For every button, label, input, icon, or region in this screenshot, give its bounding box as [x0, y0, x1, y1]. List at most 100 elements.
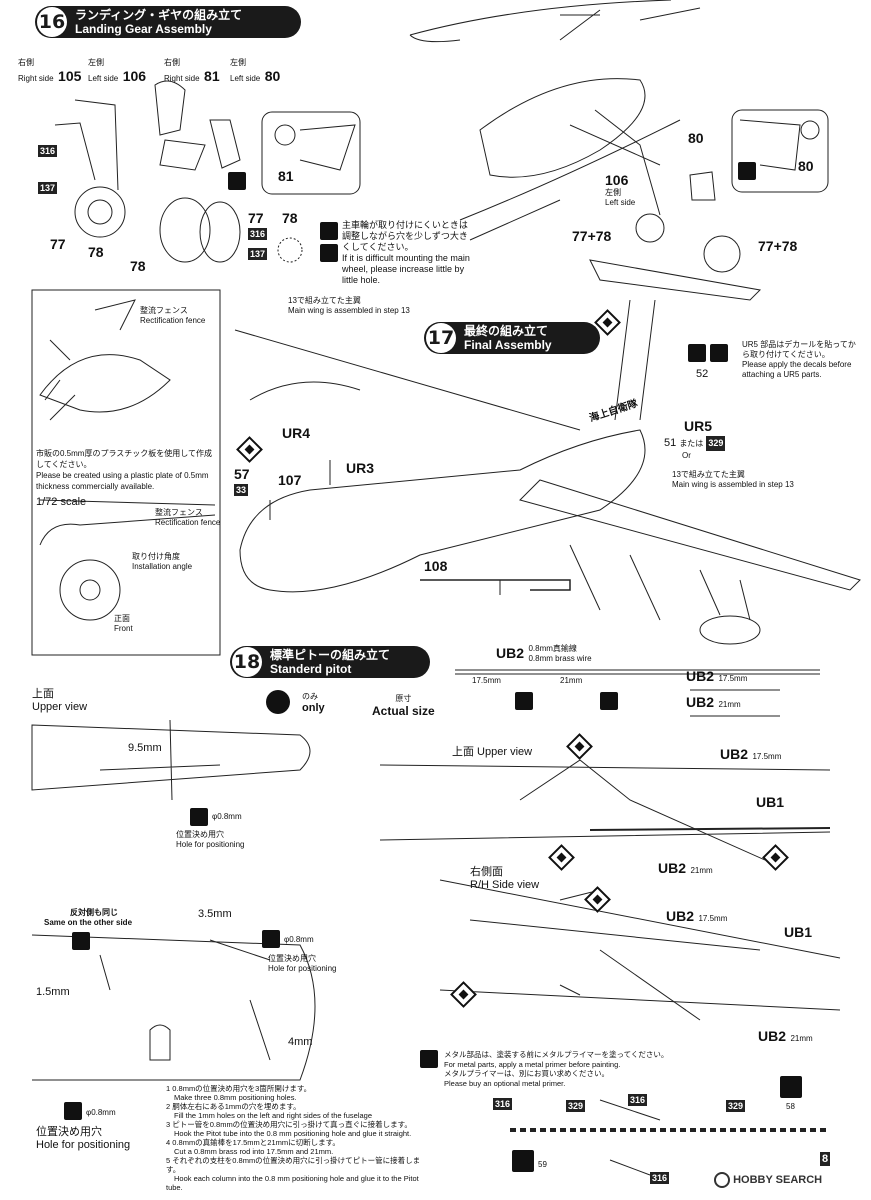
label-105: 右側 Right side 105	[18, 58, 82, 84]
step18-number: 18	[232, 647, 262, 677]
part-77-78-b: 77+78	[758, 238, 798, 254]
fence-label: 整流フェンス Rectification fence	[140, 306, 206, 325]
color-329-b: 329	[726, 1100, 746, 1112]
fence-label-2: 整流フェンス Rectification fence	[155, 508, 221, 527]
instruction-item: 3 ピトー管を0.8mmの位置決め用穴に引っ掛けて真っ直ぐに接着します。Hook…	[166, 1120, 412, 1138]
part-ur3: UR3	[346, 460, 375, 476]
page-number: 8	[820, 1152, 831, 1166]
ub2-175-e: UB2 17.5mm	[666, 908, 728, 924]
fence-note: 市販の0.5mm厚のプラスチック板を使用して作成してください。 Please b…	[36, 449, 213, 491]
len-17-5: 17.5mm	[472, 676, 501, 685]
part-80-b: 80	[798, 158, 814, 174]
part-78-small: 78	[282, 210, 298, 226]
star-icon-2	[780, 1076, 802, 1098]
part-51-or-329: 51 または 329 Or	[664, 436, 726, 460]
drill-icon	[320, 244, 338, 262]
metal-note: メタル部品は、塗装する前にメタルプライマーを塗ってください。 For metal…	[444, 1050, 669, 1088]
part-108: 108	[424, 558, 448, 574]
label-106: 左側 Left side 106	[88, 58, 147, 84]
drill-icon-18c	[262, 930, 280, 948]
ub2-21-f: UB2 21mm	[758, 1028, 813, 1044]
instruction-list: 1 0.8mmの位置決め用穴を3箇所開けます。Make three 0.8mm …	[166, 1084, 426, 1192]
same-other-side: 反対側も同じ Same on the other side	[44, 908, 133, 927]
ub2-wire: UB2 0.8mm真鍮線 0.8mm brass wire	[496, 644, 592, 663]
step17-header: 17 最終の組み立て Final Assembly	[424, 322, 600, 354]
wing-step13-bottom: 13で組み立てた主翼 Main wing is assembled in ste…	[672, 470, 794, 489]
star-icon	[688, 344, 706, 362]
phi-0-8-c: φ0.8mm	[86, 1108, 116, 1117]
rh-view-label: 右側面 R/H Side view	[470, 866, 540, 891]
dim-3-5: 3.5mm	[198, 908, 232, 920]
instruction-item: 4 0.8mmの真鍮棒を17.5mmと21mmに切断します。Cut a 0.8m…	[166, 1138, 340, 1156]
color-316-b: 316	[628, 1094, 648, 1106]
glue-icon-17	[710, 344, 728, 362]
glue-icon	[320, 222, 338, 240]
step18-title-jp: 標準ピトーの組み立て	[270, 648, 391, 662]
ub2-21-d: UB2 21mm	[658, 860, 713, 876]
label-81: 右側 Right side 81	[164, 58, 220, 84]
upper-view-label: 上面 Upper view	[32, 688, 88, 713]
hole-positioning: 位置決め用穴 Hole for positioning	[176, 830, 245, 849]
hole-positioning-3: 位置決め用穴 Hole for positioning	[36, 1126, 131, 1151]
len-21: 21mm	[560, 676, 583, 685]
color-329-a: 329	[566, 1100, 586, 1112]
ub1-a: UB1	[756, 794, 785, 810]
fence-front: 正面 Front	[114, 614, 133, 633]
hole-positioning-2: 位置決め用穴 Hole for positioning	[268, 954, 337, 973]
step16-header: 16 ランディング・ギヤの組み立て Landing Gear Assembly	[35, 6, 301, 38]
ub2-21: UB2 21mm	[686, 694, 741, 710]
color-58: 58	[786, 1102, 795, 1111]
paint-icon-18a	[515, 692, 533, 710]
paint-icon-18b	[600, 692, 618, 710]
part-57: 57	[234, 466, 250, 482]
color-316-c: 316	[650, 1172, 670, 1184]
part-137: 137	[38, 182, 58, 194]
step17-number: 17	[426, 323, 456, 353]
star-icon-3	[512, 1150, 534, 1172]
part-78-wheel: 78	[130, 258, 146, 274]
part-316: 316	[38, 145, 58, 157]
wing-step13-top: 13で組み立てた主翼 Main wing is assembled in ste…	[288, 296, 410, 315]
paint-icon	[228, 172, 246, 190]
color-316-a: 316	[493, 1098, 513, 1110]
ub2-175: UB2 17.5mm	[686, 668, 748, 684]
instruction-item: 2 胴体左右にある1mmの穴を埋めます。Fill the 1mm holes o…	[166, 1102, 373, 1120]
color-59: 59	[538, 1160, 547, 1169]
fence-angle: 取り付け角度 Installation angle	[132, 552, 193, 571]
step18-header: 18 標準ピトーの組み立て Standerd pitot	[230, 646, 430, 678]
part-316-small: 316	[248, 228, 268, 240]
part-107: 107	[278, 472, 302, 488]
part-81-detail: 81	[278, 168, 294, 184]
drill-icon-18b	[72, 932, 90, 950]
only-label: のみ only	[302, 692, 325, 714]
phi-0-8: φ0.8mm	[212, 812, 242, 821]
ur5-note: UR5 部品はデカールを貼ってから取り付けてください。 Please apply…	[742, 340, 856, 379]
part-77: 77	[50, 236, 66, 252]
phi-0-8-b: φ0.8mm	[284, 935, 314, 944]
part-77-small: 77	[248, 210, 264, 226]
watermark-logo-icon	[714, 1172, 730, 1188]
step16-title-jp: ランディング・ギヤの組み立て	[75, 8, 243, 22]
dim-1-5: 1.5mm	[36, 986, 70, 998]
step17-title-jp: 最終の組み立て	[464, 324, 549, 338]
step16-note: 主車輪が取り付けにくいときは調整しながら穴を少しずつ大きくしてください。 If …	[342, 220, 470, 285]
part-ur4: UR4	[282, 425, 311, 441]
part-80-a: 80	[688, 130, 704, 146]
part-106-label: 106 左側 Left side	[605, 172, 636, 207]
paint-icon-right	[738, 162, 756, 180]
step18-title-en: Standerd pitot	[270, 662, 352, 676]
part-ur5: UR5	[684, 418, 713, 434]
drill-icon-18	[190, 808, 208, 826]
part-77-78-a: 77+78	[572, 228, 612, 244]
part-137-small: 137	[248, 248, 268, 260]
part-78: 78	[88, 244, 104, 260]
step16-title-en: Landing Gear Assembly	[75, 22, 212, 36]
part-52: 52	[696, 368, 709, 380]
dim-9-5: 9.5mm	[128, 742, 162, 754]
fence-scale: 1/72 scale	[36, 496, 87, 508]
ub2-175-c: UB2 17.5mm	[720, 746, 782, 762]
glue-icon-metal	[420, 1050, 438, 1068]
actual-size: 原寸 Actual size	[372, 694, 435, 718]
part-33: 33	[234, 484, 249, 496]
